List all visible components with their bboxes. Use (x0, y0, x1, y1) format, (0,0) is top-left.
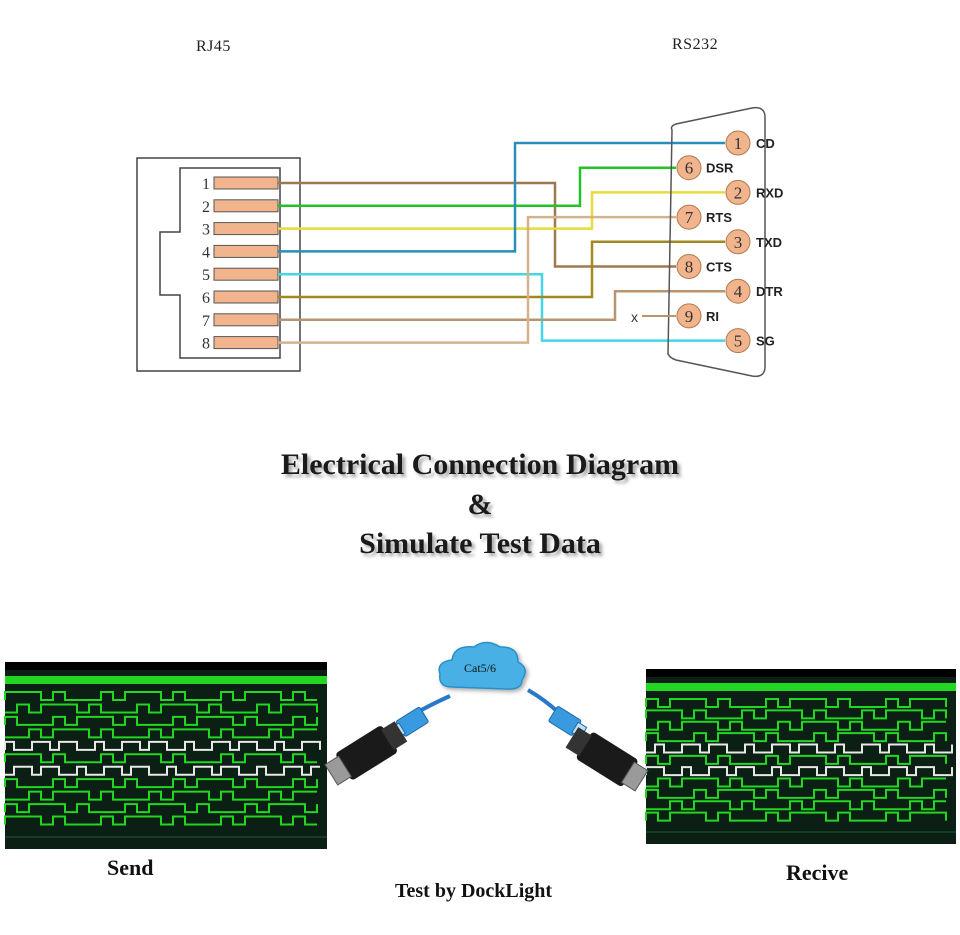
rj45-pin-8: 8 (202, 336, 279, 353)
rj45-pin-number: 6 (202, 290, 210, 307)
rs232-pin-number: 9 (685, 307, 694, 326)
wire-rj45-4-to-rs232-1 (278, 141, 725, 253)
rs232-signal-name: CD (756, 136, 775, 151)
rj45-pin-number: 2 (202, 199, 210, 216)
rj45-pin-4: 4 (202, 244, 279, 261)
wire-rj45-5-to-rs232-5 (278, 272, 725, 342)
rs232-signal-name: DSR (706, 161, 734, 176)
rs232-pin-number: 1 (734, 134, 743, 153)
rs232-signal-name: RI (706, 309, 719, 324)
rj45-pin-6: 6 (202, 290, 279, 307)
rj45-pin-1: 1 (202, 176, 279, 193)
rs232-signal-name: TXD (756, 235, 782, 250)
rs232-pin-2: 2 RXD (725, 179, 783, 205)
rs232-pin-number: 7 (685, 208, 694, 227)
rs232-pin-5: 5 SG (725, 328, 775, 354)
rs232-signal-name: CTS (706, 260, 732, 275)
rj45-pin-number: 4 (202, 244, 210, 261)
wire-rj45-6-to-rs232-3 (278, 240, 725, 299)
wire-rj45-2-to-rs232-6 (278, 166, 676, 208)
rj45-pin-number: 3 (202, 222, 210, 239)
title-line-2: & (467, 488, 493, 521)
rs232-pin-number: 8 (685, 258, 694, 277)
rj45-connector (136, 157, 301, 372)
wire-rj45-8-to-rs232-7 (278, 215, 676, 344)
rj45-pin-2: 2 (202, 199, 279, 216)
right-cable-adapter-icon (526, 688, 649, 792)
wire-rj45-1-to-rs232-8 (278, 181, 676, 268)
rs232-pin-number: 2 (734, 183, 743, 202)
rs232-pin-9: 9 RI (676, 303, 719, 329)
rs232-pin-number: 4 (734, 282, 743, 301)
rj45-label: RJ45 (196, 38, 231, 55)
rj45-pin-number: 5 (202, 267, 210, 284)
title-line-3: Simulate Test Data (359, 527, 601, 560)
rs232-pin-number: 5 (734, 332, 743, 351)
rj45-pin-number: 8 (202, 336, 210, 353)
rs232-pin-6: 6 DSR (676, 155, 734, 181)
left-cable-adapter-icon (324, 694, 451, 786)
wire-rj45-7-to-rs232-4 (278, 289, 725, 322)
db9-connector (667, 106, 766, 378)
rs232-pin-number: 6 (685, 159, 694, 178)
wire-rj45-3-to-rs232-2 (278, 191, 725, 230)
send-caption: Send (107, 855, 154, 880)
ri-unconnected-mark: x (631, 309, 638, 325)
rs232-signal-name: SG (756, 334, 775, 349)
rj45-pin-7: 7 (202, 313, 279, 330)
receive-scope-screen (645, 669, 956, 844)
rs232-label: RS232 (672, 36, 719, 53)
send-scope-screen (4, 662, 327, 849)
footer-caption: Test by DockLight (395, 880, 553, 902)
rs232-pin-1: 1 CD (725, 130, 775, 156)
rj45-pin-number: 1 (202, 176, 210, 193)
rs232-signal-name: DTR (756, 284, 783, 299)
cloud-icon (438, 641, 526, 690)
receive-caption: Recive (786, 860, 849, 885)
rs232-signal-name: RTS (706, 210, 732, 225)
rs232-pin-number: 3 (734, 233, 743, 252)
rj45-pin-5: 5 (202, 267, 279, 284)
rj45-pin-number: 7 (202, 313, 210, 330)
rs232-pin-3: 3 TXD (725, 229, 782, 255)
rs232-signal-name: RXD (756, 185, 783, 200)
rs232-pin-4: 4 DTR (725, 278, 783, 304)
title-line-1: Electrical Connection Diagram (280, 448, 680, 481)
rs232-pin-7: 7 RTS (676, 204, 732, 230)
cloud-label: Cat5/6 (464, 661, 496, 675)
rj45-pin-3: 3 (202, 222, 279, 239)
rs232-pin-8: 8 CTS (676, 254, 732, 279)
wire-group (278, 141, 725, 344)
